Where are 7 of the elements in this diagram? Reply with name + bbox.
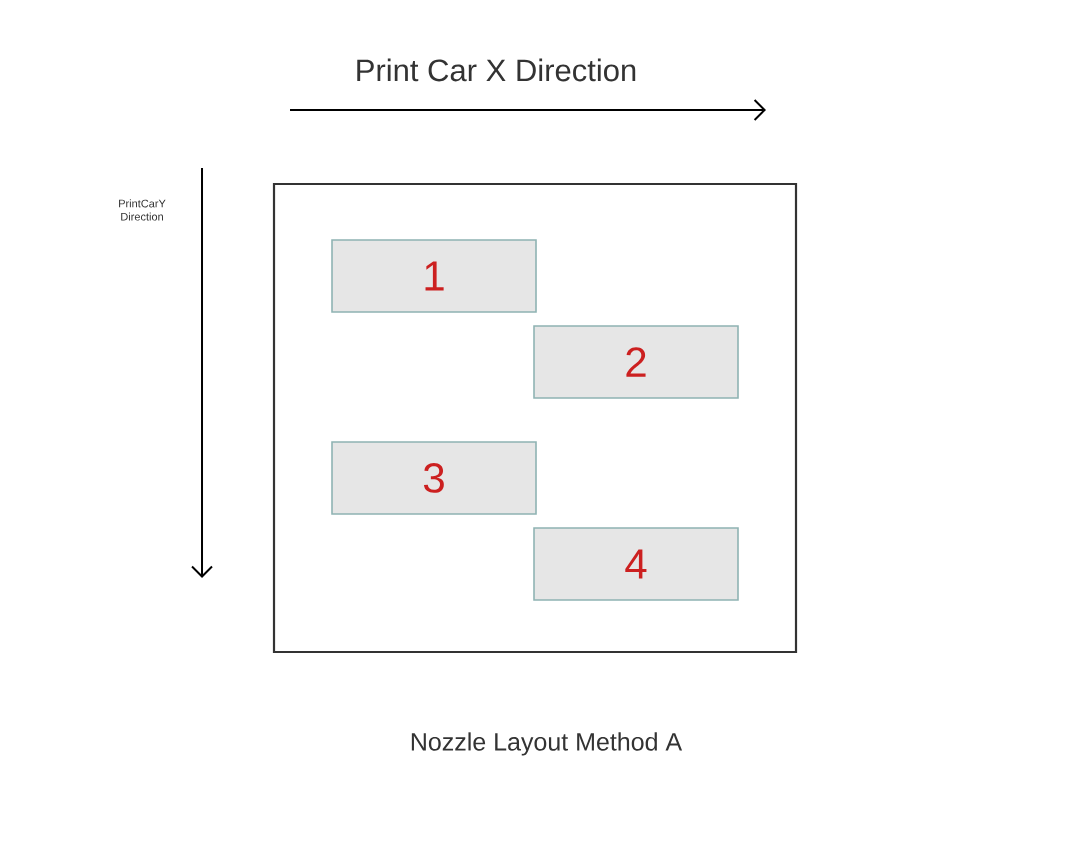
caption: Nozzle Layout Method A [411,732,683,756]
nozzle-box: 4 [533,527,739,601]
direction-label: Print Car X Direction [357,58,636,82]
nozzle-box: 1 [331,239,537,313]
nozzle-box: 3 [331,441,537,515]
frame-box [272,182,798,654]
nozzle-box: 2 [533,325,739,399]
